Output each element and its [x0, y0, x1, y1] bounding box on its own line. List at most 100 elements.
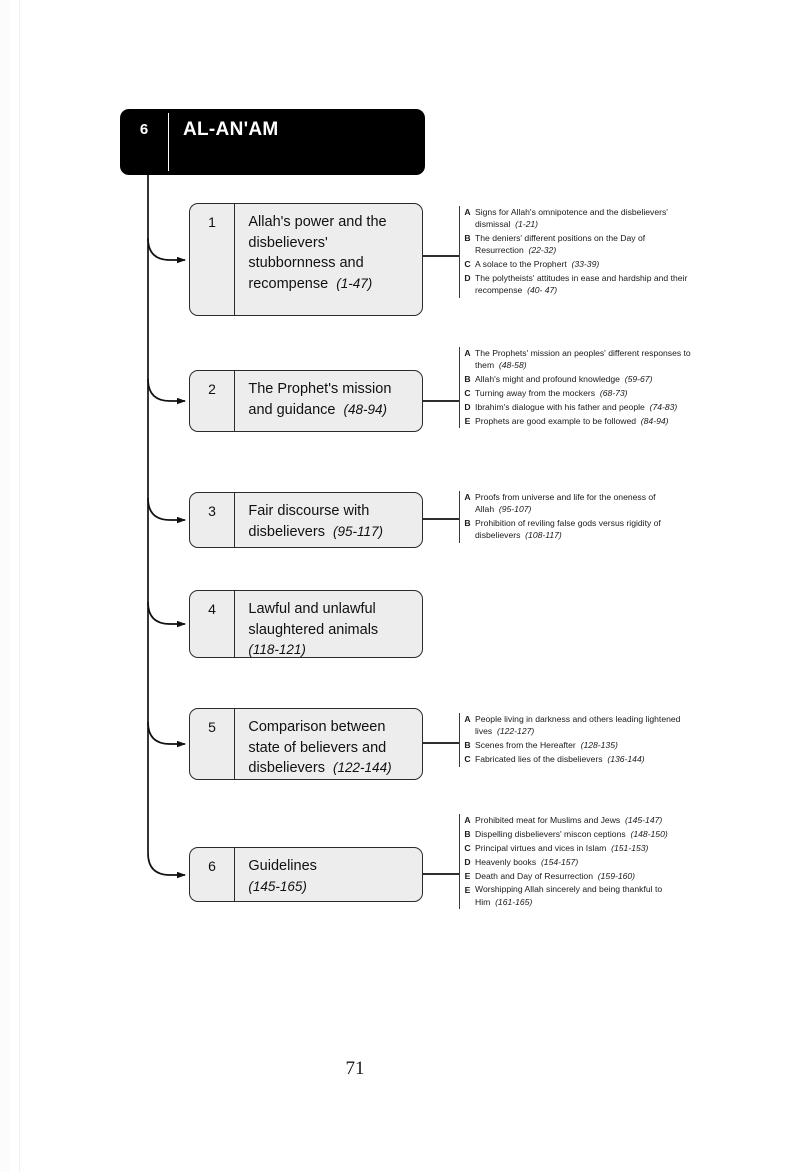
subtopic-text-wrap: Ibrahim's dialogue with his father and p… [475, 401, 691, 413]
subtopic-ayah-range: (108-117) [525, 530, 562, 541]
subtopic-ayah-range: (95-107) [498, 504, 532, 515]
section-ayah-range: (1-47) [336, 275, 373, 291]
subtopic-text-wrap: The deniers' different positions on the … [475, 232, 691, 256]
section-title-text: The Prophet's mission and guidance [248, 381, 392, 418]
subtopic-letter: A [464, 348, 471, 359]
subtopic-letter: B [464, 829, 471, 840]
subtopic-text-wrap: Scenes from the Hereafter (128-135) [475, 739, 691, 751]
subtopic-text: Turning away from the mockers [475, 387, 596, 398]
subtopic-letter: B [464, 374, 471, 385]
subtopic-text-wrap: Heavenly books (154-157) [475, 856, 691, 868]
subtopic-list-1: A Signs for Allah's omnipotence and the d… [459, 206, 691, 298]
subtopic-text: Fabricated lies of the disbelievers [475, 753, 603, 764]
section-number: 6 [208, 858, 216, 874]
section-number: 1 [208, 214, 216, 230]
subtopic-text: Ibrahim's dialogue with his father and p… [475, 401, 645, 412]
subtopic-ayah-range: (48-58) [498, 360, 527, 371]
subtopic-item[interactable]: B Prohibition of reviling false gods vers… [460, 517, 691, 541]
subtopic-item[interactable]: B Allah's might and profound knowledge (5… [460, 373, 691, 385]
subtopic-item[interactable]: B Dispelling disbelievers' miscon ception… [460, 828, 691, 840]
section-title: Lawful and unlawful slaughtered animals(… [235, 591, 422, 657]
subtopic-item[interactable]: A Signs for Allah's omnipotence and the d… [460, 206, 691, 230]
subtopic-ayah-range: (136-144) [607, 753, 645, 764]
subtopic-text: Allah's might and profound knowledge [475, 373, 620, 384]
section-number: 4 [208, 601, 216, 617]
subtopic-letter: E [464, 884, 471, 895]
connector-arrow-to-section-6 [147, 852, 186, 879]
subtopic-list-2: A The Prophets' mission an peoples' diffe… [459, 347, 691, 429]
subtopic-letter: A [464, 815, 471, 826]
subtopic-text-wrap: Prophets are good example to be followed… [475, 415, 691, 427]
subtopic-text-wrap: The Prophets' mission an peoples' differ… [475, 347, 691, 371]
page-number: 71 [345, 1058, 365, 1079]
section-title: Guidelines(145-165) [235, 848, 422, 901]
section-ayah-range: (48-94) [343, 401, 388, 417]
subtopic-letter: C [464, 842, 471, 853]
section-ayah-range: (118-121) [248, 642, 306, 658]
subtopic-letter: B [464, 518, 471, 529]
subtopic-ayah-range: (84-94) [640, 415, 669, 426]
subtopic-text: Proofs from universe and life for the on… [475, 492, 656, 515]
subtopic-text: A solace to the Prophert [475, 258, 567, 269]
subtopic-ayah-range: (145-147) [624, 815, 663, 825]
subtopic-item[interactable]: E Death and Day of Resurrection (159-160) [460, 870, 691, 882]
subtopic-ayah-range: (22-32) [528, 245, 557, 256]
subtopic-text-wrap: Worshipping Allah sincerely and being th… [475, 883, 691, 907]
subtopic-letter: A [464, 207, 471, 218]
subtopic-text: The polytheists' attitudes in ease and h… [475, 272, 688, 295]
section-ayah-range: (95-117) [333, 523, 384, 539]
section-box-4[interactable]: 4 Lawful and unlawful slaughtered animals… [189, 590, 423, 658]
section-box-6[interactable]: 6 Guidelines(145-165) [189, 847, 423, 902]
subtopic-ayah-range: (68-73) [599, 387, 628, 398]
subtopic-text-wrap: Dispelling disbelievers' miscon ceptions… [475, 828, 691, 840]
section-ayah-range: (122-144) [333, 760, 392, 776]
connector-arrow-to-section-2 [147, 378, 186, 405]
subtopic-text: Prohibited meat for Muslims and Jews [475, 815, 621, 825]
section-box-divider [234, 708, 236, 780]
subtopic-letter: E [464, 870, 471, 881]
subtopic-ayah-range: (40- 47) [527, 284, 558, 295]
section-number: 5 [208, 719, 216, 735]
subtopic-text: Scenes from the Hereafter [475, 739, 576, 750]
subtopic-ayah-range: (159-160) [597, 870, 636, 881]
connector-arrow-to-section-1 [147, 237, 186, 264]
subtopic-text: Death and Day of Resurrection [475, 870, 593, 881]
subtopic-letter: C [464, 259, 471, 269]
subtopic-item[interactable]: B Scenes from the Hereafter (128-135) [460, 739, 691, 751]
subtopic-text: The deniers' different positions on the … [475, 232, 646, 256]
subtopic-ayah-range: (148-150) [630, 828, 668, 839]
subtopic-item[interactable]: A The Prophets' mission an peoples' diffe… [460, 347, 691, 371]
subtopic-text: Prohibition of reviling false gods versu… [475, 517, 661, 541]
subtopic-ayah-range: (154-157) [540, 856, 579, 867]
subtopic-ayah-range: (59-67) [624, 373, 653, 384]
subtopic-item[interactable]: A Prohibited meat for Muslims and Jews (1… [460, 814, 691, 826]
subtopic-letter: B [464, 740, 471, 751]
section-box-divider [234, 203, 236, 316]
subtopic-ayah-range: (128-135) [580, 739, 618, 750]
subtopic-text-wrap: Prohibited meat for Muslims and Jews (14… [475, 814, 691, 826]
subtopic-text-wrap: Signs for Allah's omnipotence and the di… [475, 206, 691, 230]
subtopic-text-wrap: The polytheists' attitudes in ease and h… [475, 272, 691, 296]
subtopic-item[interactable]: E Worshipping Allah sincerely and being t… [460, 883, 691, 907]
section-title-text: Fair discourse with disbelievers [248, 503, 370, 540]
